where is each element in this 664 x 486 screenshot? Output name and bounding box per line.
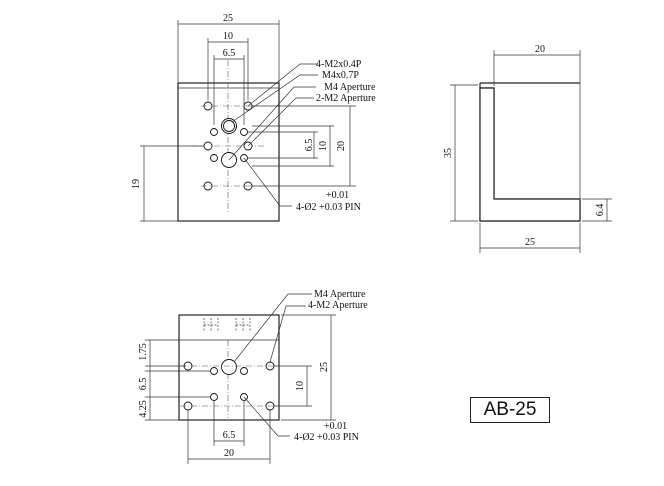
callout-m4-aperture: M4 Aperture	[324, 82, 376, 93]
callout-m2-thread: 4-M2x0.4P	[316, 59, 362, 70]
dim-left-bottom: 4.25	[138, 400, 149, 418]
top-band-hidden-features	[203, 318, 251, 332]
bottom-view: 1.75 6.5 4.25 25 10 6.5 20 M4 Aperture 4…	[138, 289, 368, 464]
dim-left-height: 19	[131, 179, 142, 189]
callout-m4-thread: M4x0.7P	[322, 70, 359, 81]
pin-hole	[210, 393, 218, 401]
callout-m2-aperture: 4-M2 Aperture	[308, 300, 368, 311]
pin-hole	[210, 367, 218, 375]
front-view: 25 10 6.5 20 10 6.5 19	[131, 13, 376, 222]
dim-right-height: 20	[336, 141, 347, 151]
pin-hole	[210, 128, 218, 136]
dim-small-height: 6.5	[304, 139, 315, 152]
front-view-outline	[177, 82, 280, 222]
dim-inner-width: 10	[223, 31, 233, 42]
dim-overall-width: 25	[223, 13, 233, 24]
pin-tolerance: +0.01	[326, 190, 349, 201]
callout-m2-aperture: 2-M2 Aperture	[316, 93, 376, 104]
dim-right-mid: 10	[295, 381, 306, 391]
model-label: AB-25	[483, 399, 537, 420]
side-view: 20 35 25 6.4	[443, 44, 612, 253]
pin-hole	[240, 367, 248, 375]
callout-m4-aperture: M4 Aperture	[314, 289, 366, 300]
model-label-box: AB-25	[470, 397, 550, 423]
dim-bottom-wide: 20	[224, 448, 234, 459]
pin-hole	[210, 154, 218, 162]
pin-tolerance: +0.01	[324, 421, 347, 432]
dim-mid-height: 10	[318, 141, 329, 151]
dim-right-height: 25	[319, 362, 330, 372]
pin-note: 4-Ø2 +0.03 PIN	[296, 202, 361, 213]
bottom-view-holes	[183, 359, 275, 411]
dim-side-thickness: 6.4	[595, 204, 606, 217]
dim-side-top: 20	[535, 44, 545, 55]
dim-side-height: 35	[443, 148, 454, 158]
m4-aperture	[221, 359, 237, 375]
m2-aperture	[203, 141, 213, 151]
dim-left-top: 1.75	[138, 343, 149, 361]
pin-note: 4-Ø2 +0.03 PIN	[294, 432, 359, 443]
dim-side-bottom: 25	[525, 237, 535, 248]
pin-hole	[240, 128, 248, 136]
dim-small-width: 6.5	[223, 48, 236, 59]
dim-bottom-small: 6.5	[223, 430, 236, 441]
dim-left-mid: 6.5	[138, 378, 149, 391]
